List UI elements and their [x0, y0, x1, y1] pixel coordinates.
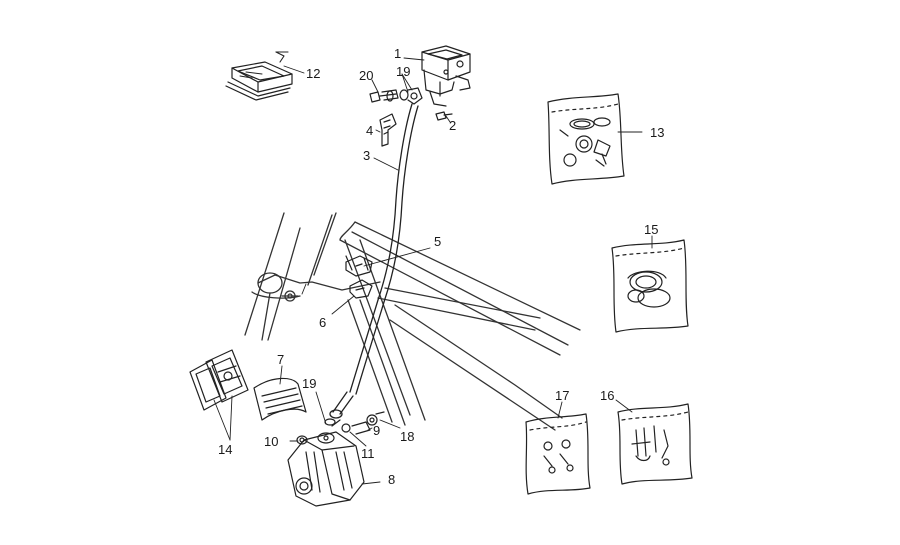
- callout-6: 6: [319, 315, 326, 330]
- callout-18: 18: [400, 429, 414, 444]
- callout-13: 13: [650, 125, 664, 140]
- callout-3: 3: [363, 148, 370, 163]
- brake-caliper-part: [287, 419, 365, 507]
- callout-2: 2: [449, 118, 456, 133]
- seal-kit-part: [547, 93, 625, 185]
- callout-1: 1: [394, 46, 401, 61]
- banjo-bolt-top-part: [369, 87, 423, 105]
- callout-17: 17: [555, 388, 569, 403]
- callout-7: 7: [277, 352, 284, 367]
- callout-5: 5: [434, 234, 441, 249]
- mounting-screw-part: [435, 111, 453, 121]
- callout-20: 20: [359, 68, 373, 83]
- hose-clip-part: [379, 113, 397, 147]
- hose-clamp-part: [345, 255, 373, 299]
- master-cylinder-part: [421, 45, 471, 107]
- callout-14: 14: [218, 442, 232, 457]
- callout-8: 8: [388, 472, 395, 487]
- callout-10: 10: [264, 434, 278, 449]
- pad-spring-part: [253, 377, 307, 421]
- leader-lines: [213, 57, 653, 485]
- brake-hose-part: [329, 103, 419, 419]
- callout-19-bottom: 19: [302, 376, 316, 391]
- caliper-seal-kit-part: [611, 239, 689, 333]
- callout-16: 16: [600, 388, 614, 403]
- callout-labels: 1 2 3 4 5 6 7 8 9 10 11 12 13 14 15 16 1…: [218, 46, 664, 487]
- frame-outline: [244, 212, 581, 431]
- callout-15: 15: [644, 222, 658, 237]
- brake-pad-set-part: [189, 349, 249, 411]
- copper-washer-top-part: [386, 90, 394, 102]
- cap-diaphragm-kit-part: [225, 51, 293, 101]
- caliper-repair-kit-part: [617, 403, 693, 485]
- callout-4: 4: [366, 123, 373, 138]
- callout-9: 9: [373, 423, 380, 438]
- lower-fittings-part: [296, 411, 385, 445]
- callout-12: 12: [306, 66, 320, 81]
- callout-11: 11: [361, 446, 375, 461]
- small-parts-kit-part: [525, 413, 591, 495]
- callout-19-top: 19: [396, 64, 410, 79]
